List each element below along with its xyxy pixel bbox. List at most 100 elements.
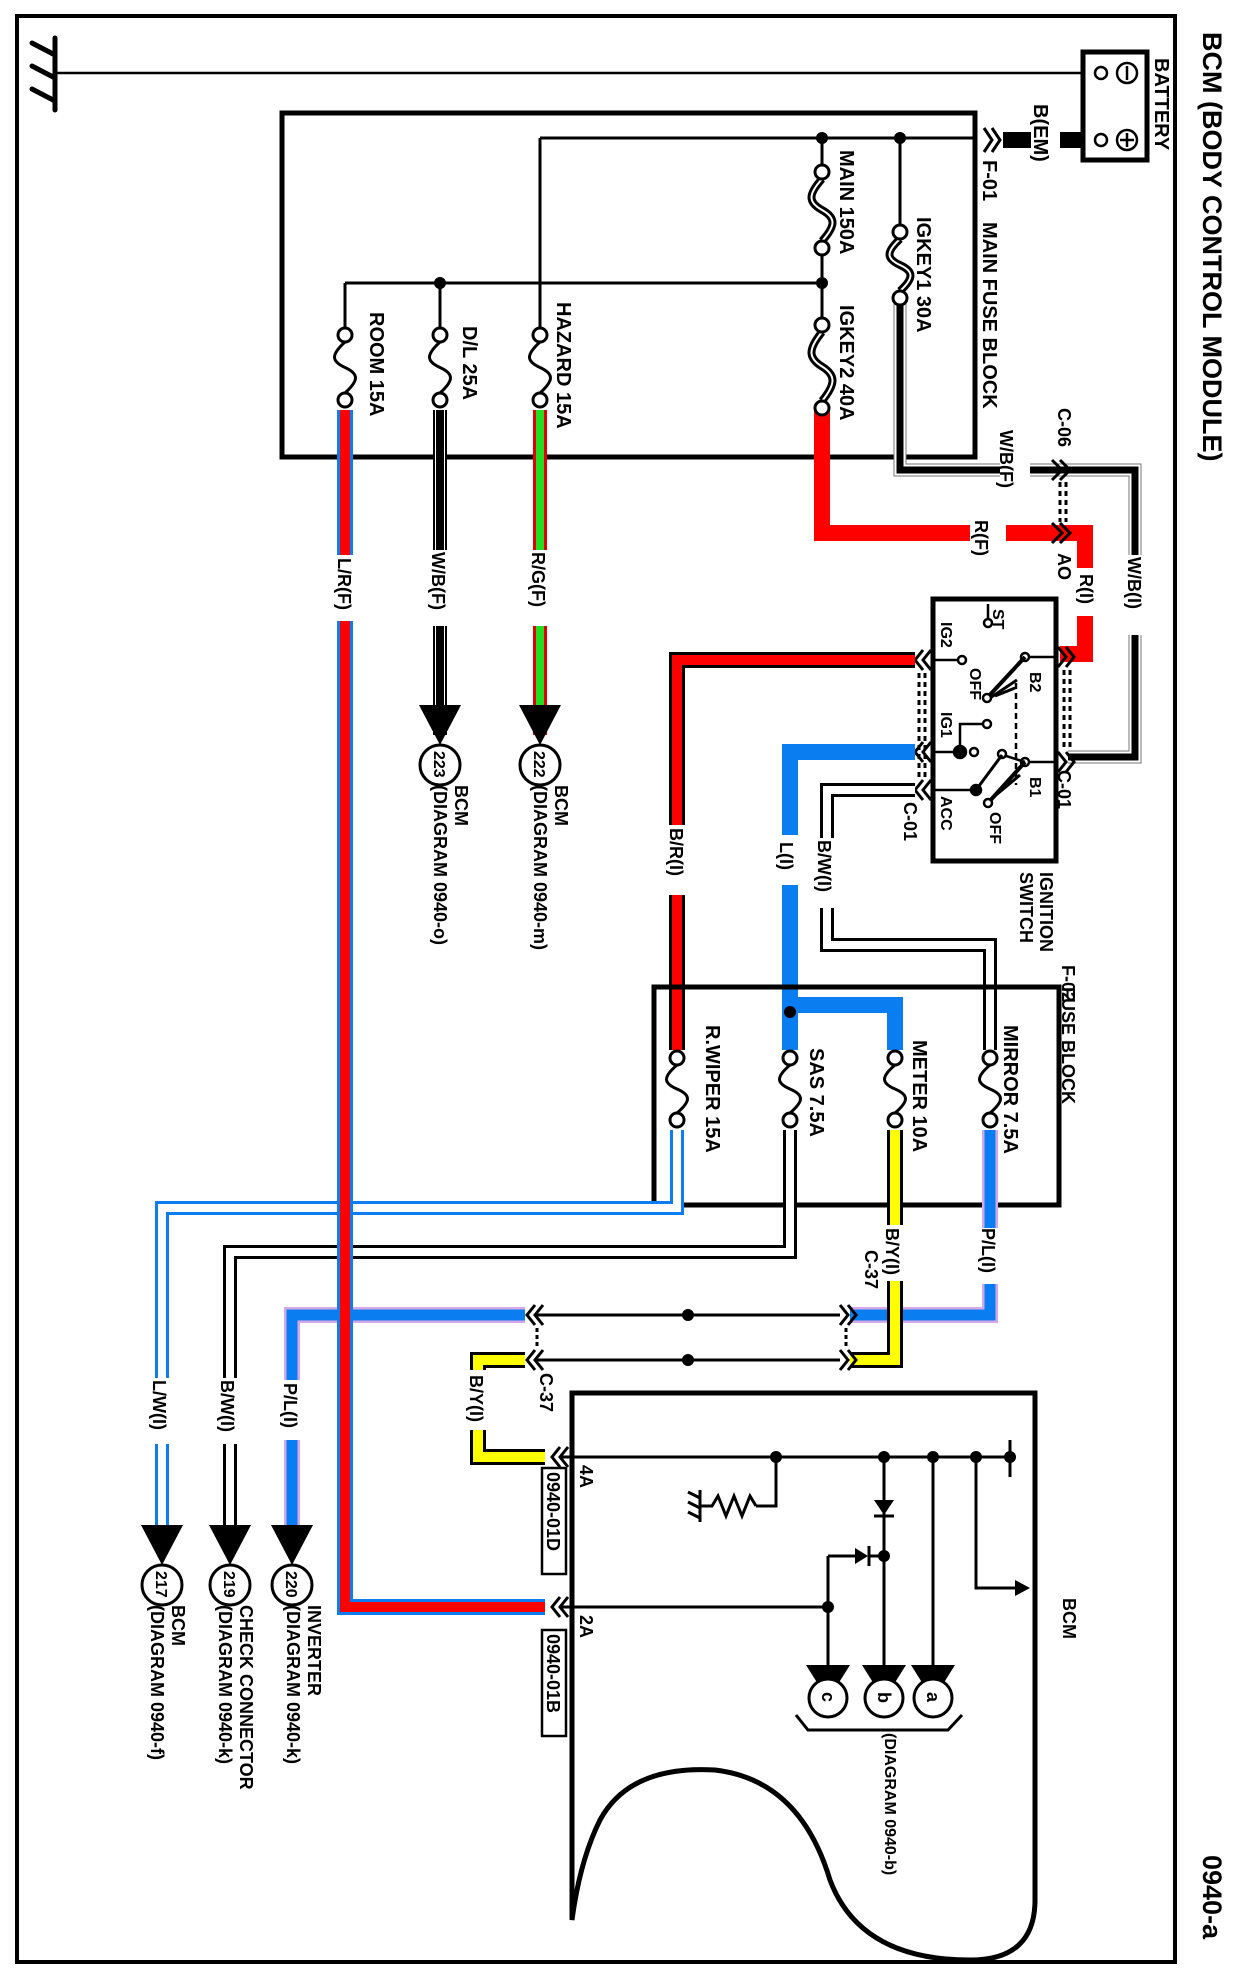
fuse-icon	[428, 326, 452, 409]
wire-label-r-f: R(F)	[971, 520, 991, 556]
battery-cable-label: B(EM)	[1029, 104, 1051, 162]
junction-dot	[682, 1309, 694, 1321]
wire-label-wb-f: W/B(F)	[428, 552, 448, 610]
ref-219-line2: (DIAGRAM 0940-k)	[215, 1605, 235, 1764]
junction-dot	[816, 277, 828, 289]
main-fuse-block	[279, 110, 978, 460]
junction-dot	[434, 277, 446, 289]
reference-arrow-220: 220	[270, 1525, 314, 1607]
wire-label-by-i: B/Y(I)	[882, 1228, 902, 1275]
junction-dot	[770, 1451, 782, 1463]
junction-dot	[970, 1451, 982, 1463]
fuse-icon	[807, 316, 837, 417]
output-circle	[863, 1677, 905, 1719]
battery-label: BATTERY	[1150, 58, 1172, 151]
bcm-module	[569, 1390, 1038, 1963]
wire-lw	[155, 1130, 684, 1550]
ref-222-line1: BCM	[551, 785, 571, 826]
ignition-switch-label-1: IGNITION	[1036, 872, 1056, 952]
wire-label-pl-i: P/L(I)	[978, 1228, 998, 1273]
ref-222-line2: (DIAGRAM 0940-m)	[530, 785, 550, 950]
reference-arrow-219: 219	[208, 1525, 252, 1607]
connector-c37-right: C-37	[861, 1250, 881, 1289]
reference-circle	[140, 1563, 184, 1607]
bcm-output-b: b	[862, 1665, 906, 1719]
fuse-block-f02-label: FUSE BLOCK	[1058, 987, 1078, 1104]
switch-terminal-b2: B2	[1026, 672, 1043, 693]
reference-arrow-223: 223	[418, 705, 462, 787]
junction-dot	[927, 1451, 939, 1463]
battery-cable	[1060, 132, 1082, 148]
page-code: 0940-a	[1197, 1855, 1227, 1940]
ignition-switch-label-2: SWITCH	[1016, 872, 1036, 943]
wire-br	[669, 652, 915, 1050]
junction-dot	[816, 132, 828, 144]
connector-c37-icons	[525, 1304, 858, 1371]
reference-number: 223	[430, 751, 447, 778]
switch-terminal-acc: ACC	[937, 796, 954, 831]
bcm-connector-box-b	[540, 1628, 568, 1738]
bcm-pin-2a: 2A	[576, 1615, 596, 1638]
ref-220-line2: (DIAGRAM 0940-k)	[283, 1605, 303, 1764]
switch-terminal-ig1: IG1	[937, 712, 954, 738]
switch-terminal-b1: B1	[1026, 777, 1043, 798]
bcm-output-c: c	[806, 1665, 850, 1719]
ignition-switch-connector-right: C-01	[1054, 770, 1074, 809]
arrow-icon	[1015, 1580, 1030, 1596]
arrow-down-icon	[419, 705, 461, 745]
fuse-block-f02-connector: F-02	[1058, 965, 1078, 1002]
fuse-sas-label: SAS 7.5A	[805, 1048, 827, 1137]
connector-c06-label: C-06	[1054, 408, 1074, 447]
reference-arrow-217: 217	[140, 1525, 184, 1607]
connector-ao-label: AO	[1054, 553, 1074, 580]
fuse-icon	[883, 1049, 907, 1129]
fuse-igkey1-label: IGKEY1 30A	[912, 217, 934, 333]
battery: BATTERY	[1080, 49, 1172, 163]
switch-terminal-off: OFF	[966, 668, 983, 700]
bcm-pin-4a: 4A	[576, 1465, 596, 1488]
connector-icon	[990, 127, 1002, 153]
output-circle	[807, 1677, 849, 1719]
fuse-mirror-label: MIRROR 7.5A	[999, 1025, 1021, 1154]
bcm-output-a: a	[911, 1665, 955, 1719]
reference-circle	[518, 743, 562, 787]
junction-dot	[894, 132, 906, 144]
fuse-main-label: MAIN 150A	[835, 150, 857, 254]
bcm-label: BCM	[1059, 1598, 1079, 1639]
wire-label-l-i: L(I)	[776, 842, 796, 870]
connector-c01-icons	[913, 646, 1076, 801]
ref-217-line1: BCM	[168, 1605, 188, 1646]
reference-circle	[208, 1563, 252, 1607]
bcm-connector-0940-01d: 0940-01D	[543, 1472, 563, 1551]
ref-223-line2: (DIAGRAM 0940-o)	[430, 785, 450, 945]
arrow-down-icon	[141, 1525, 183, 1565]
fuse-hazard-label: HAZARD 15A	[552, 302, 574, 429]
output-letter: b	[874, 1692, 894, 1703]
output-circle	[912, 1677, 954, 1719]
wire-label-by-i-bcm: B/Y(I)	[466, 1375, 486, 1422]
fuse-igkey2-label: IGKEY2 40A	[835, 305, 857, 421]
output-letter: a	[923, 1692, 943, 1703]
arrow-down-icon	[209, 1525, 251, 1565]
wire-label-lr-f: L/R(F)	[334, 558, 354, 610]
reference-number: 222	[530, 751, 547, 778]
arrow-down-icon	[271, 1525, 313, 1565]
wire-label-r-i: R(I)	[1076, 574, 1096, 604]
fuse-icon	[807, 163, 837, 257]
bcm-pin-connectors	[550, 1446, 570, 1618]
bcm-outputs-bracket	[794, 1713, 964, 1732]
fuse-icon	[665, 1049, 689, 1129]
output-letter: c	[818, 1692, 838, 1702]
ignition-switch	[930, 596, 1059, 864]
wire-blue	[782, 744, 915, 1050]
junction-dot	[784, 1006, 796, 1018]
ref-219-line1: CHECK CONNECTOR	[236, 1605, 256, 1790]
fuse-room-label: ROOM 15A	[365, 312, 387, 416]
main-fuse-connector: F-01	[978, 160, 1000, 201]
reference-number: 217	[152, 1571, 169, 1598]
wire-bw-out	[223, 1130, 797, 1550]
bcm-outputs-ref: (DIAGRAM 0940-b)	[881, 1733, 898, 1875]
bcm-internal-circuit	[560, 1440, 1015, 1666]
ref-220-line1: INVERTER	[304, 1605, 324, 1696]
wire-red	[814, 410, 1093, 662]
